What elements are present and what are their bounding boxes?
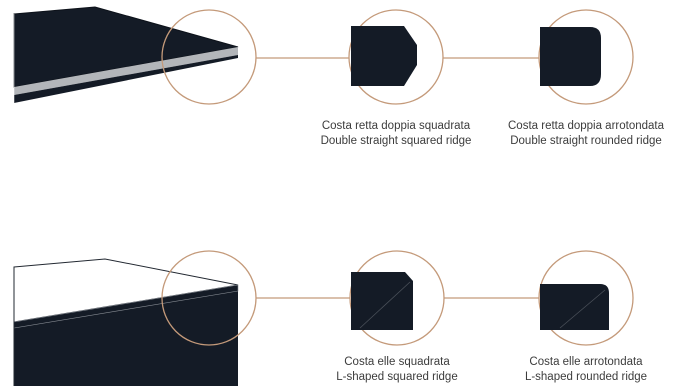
label-en-l-rounded: L-shaped rounded ridge xyxy=(524,371,648,383)
panel-double-straight xyxy=(13,6,239,103)
label-en-double-straight-rounded: Double straight rounded ridge xyxy=(510,135,662,147)
profile-l-rounded xyxy=(538,250,634,346)
profile-l-squared xyxy=(349,250,445,346)
label-it-double-straight-squared: Costa retta doppia squadrata xyxy=(321,120,471,132)
label-it-l-rounded: Costa elle arrotondata xyxy=(529,356,643,368)
profile-rounded-square xyxy=(538,9,634,105)
label-en-l-squared: L-shaped squared ridge xyxy=(336,371,458,383)
label-it-double-straight-rounded: Costa retta doppia arrotondata xyxy=(508,120,664,132)
magnifier-circle-row2 xyxy=(161,250,257,346)
panel-l-shaped xyxy=(13,258,239,386)
label-en-double-straight-squared: Double straight squared ridge xyxy=(320,135,472,147)
label-it-l-squared: Costa elle squadrata xyxy=(344,356,450,368)
magnifier-circle-row1 xyxy=(161,9,257,105)
profile-chamfered-square xyxy=(348,9,444,105)
